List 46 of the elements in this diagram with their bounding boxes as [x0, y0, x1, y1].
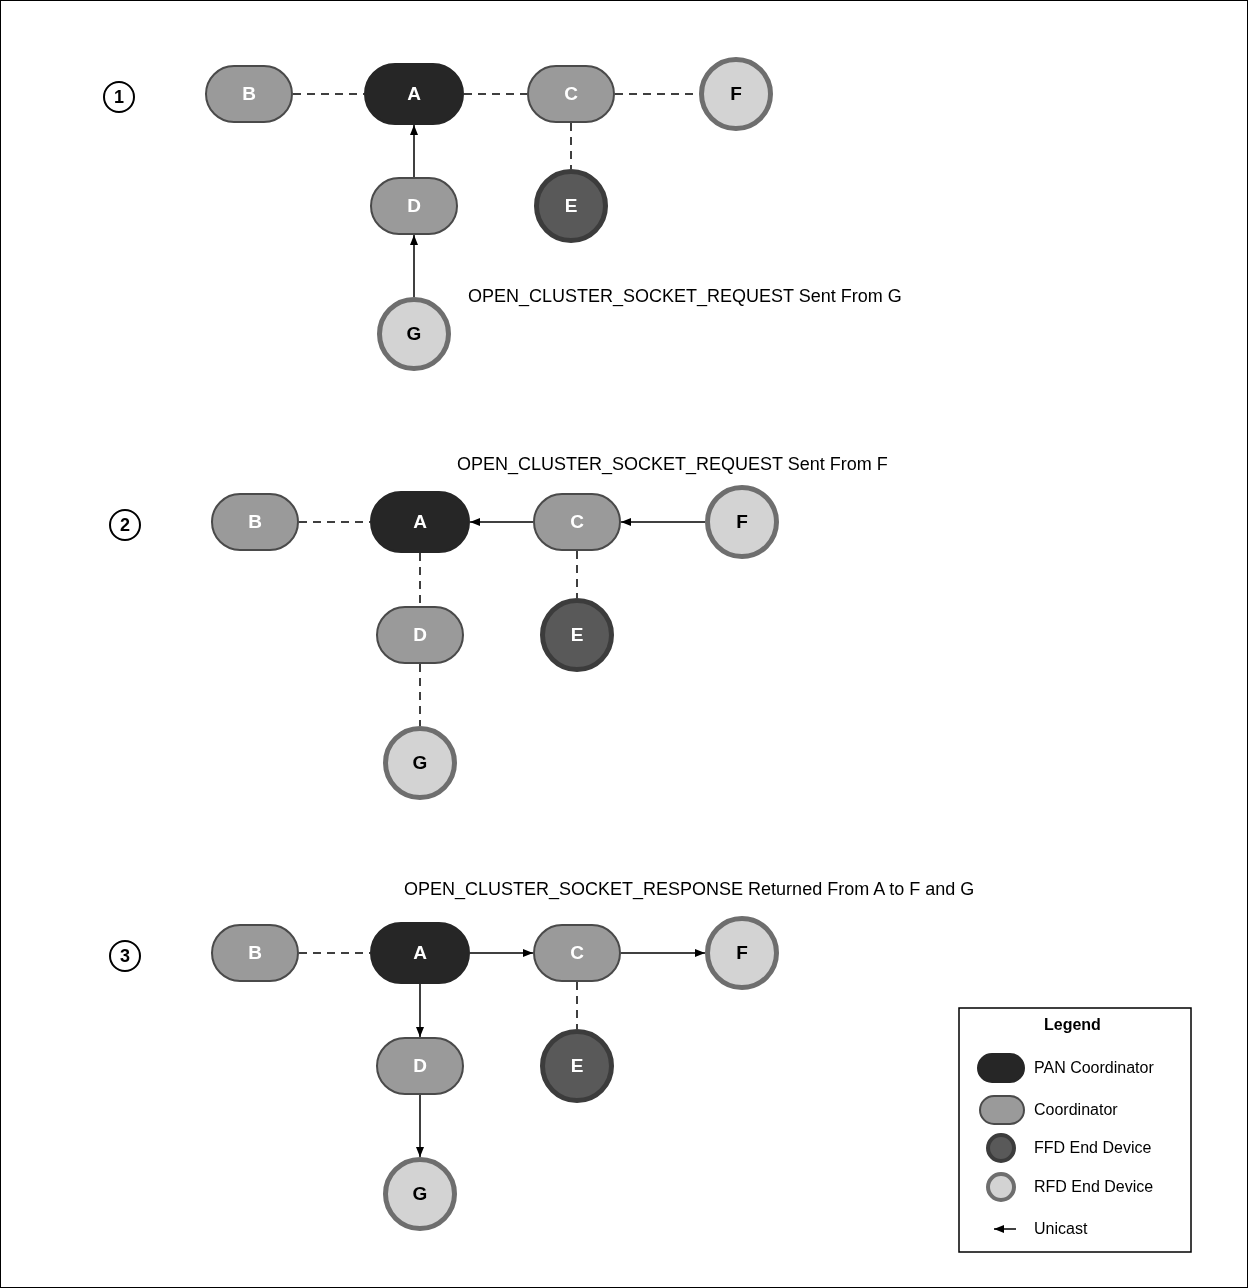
pan-coordinator-node: A	[370, 922, 470, 984]
ffd-end-device-node: E	[540, 1029, 614, 1103]
step-number: 2	[109, 509, 141, 541]
unicast-arrow	[416, 983, 424, 1038]
dashed-link	[463, 93, 528, 95]
unicast-arrow	[469, 949, 534, 957]
coordinator-node: B	[211, 493, 299, 551]
unicast-arrow	[410, 124, 418, 178]
rfd-end-device-node: G	[377, 297, 451, 371]
legend-label: FFD End Device	[1034, 1139, 1152, 1157]
coordinator-node: D	[376, 606, 464, 664]
pan-coordinator-node: A	[364, 63, 464, 125]
rfd-end-device-node: F	[699, 57, 773, 131]
step-number: 1	[103, 81, 135, 113]
unicast-arrow	[416, 1094, 424, 1158]
legend-label: Coordinator	[1034, 1101, 1118, 1119]
unicast-arrow	[410, 234, 418, 298]
coordinator-node: C	[527, 65, 615, 123]
rfd-end-device-node: F	[705, 485, 779, 559]
message-caption: OPEN_CLUSTER_SOCKET_REQUEST Sent From G	[468, 286, 902, 307]
rfd-end-device-node: F	[705, 916, 779, 990]
dashed-link	[576, 550, 578, 599]
coordinator-node: C	[533, 493, 621, 551]
rfd-end-device-node: G	[383, 1157, 457, 1231]
message-caption: OPEN_CLUSTER_SOCKET_RESPONSE Returned From A to F and G	[404, 879, 975, 900]
legend-title: Legend	[1044, 1016, 1101, 1034]
step-number: 3	[109, 940, 141, 972]
ffd-end-device-node: E	[540, 598, 614, 672]
legend-label: PAN Coordinator	[1034, 1059, 1154, 1077]
rfd-end-device-node: G	[383, 726, 457, 800]
dashed-link	[419, 663, 421, 727]
ffd-end-device-node: E	[534, 169, 608, 243]
message-caption: OPEN_CLUSTER_SOCKET_REQUEST Sent From F	[457, 454, 888, 475]
pan-coordinator-node: A	[370, 491, 470, 553]
legend-label: RFD End Device	[1034, 1178, 1154, 1196]
unicast-arrow	[620, 518, 706, 526]
legend-label: Unicast	[1034, 1220, 1088, 1238]
coordinator-node: C	[533, 924, 621, 982]
unicast-arrow	[620, 949, 706, 957]
coordinator-node: B	[205, 65, 293, 123]
dashed-link	[570, 122, 572, 170]
dashed-link	[576, 981, 578, 1030]
unicast-arrow	[469, 518, 534, 526]
coordinator-node: D	[376, 1037, 464, 1095]
coordinator-node: B	[211, 924, 299, 982]
coordinator-node: D	[370, 177, 458, 235]
